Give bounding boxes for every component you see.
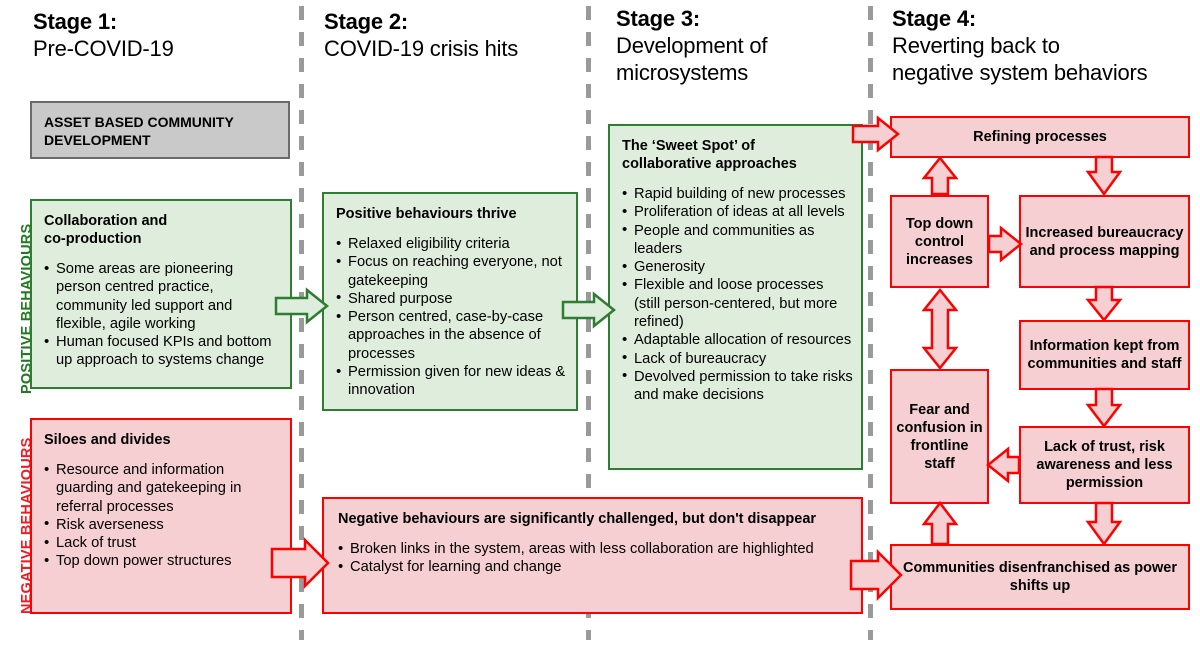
bullet-item: Person centred, case-by-case approaches … — [336, 308, 568, 363]
bullet-item: Proliferation of ideas at all levels — [622, 203, 853, 222]
arrow-information-to-lackoftrust — [1085, 387, 1123, 429]
stage3-positive-title-line1: The ‘Sweet Spot’ of — [622, 138, 755, 154]
stage-heading-4: Stage 4: Reverting back to negative syst… — [892, 5, 1148, 86]
bullet-item: Flexible and loose processes (still pers… — [622, 276, 853, 331]
cycle-box-refining-processes: Refining processes — [890, 116, 1190, 158]
stage-heading-2: Stage 2: COVID-19 crisis hits — [324, 8, 518, 62]
bullet-item: Adaptable allocation of resources — [622, 331, 853, 350]
column-divider-1 — [299, 6, 304, 640]
stage3-positive-box: The ‘Sweet Spot’ of collaborative approa… — [608, 124, 863, 470]
bullet-item: Resource and information guarding and ga… — [44, 461, 280, 516]
stage-4-subtitle-line1: Reverting back to — [892, 33, 1060, 58]
bullet-item: Permission given for new ideas & innovat… — [336, 363, 568, 400]
arrow-topdown-to-refining — [921, 155, 959, 196]
bullet-item: People and communities as leaders — [622, 221, 853, 259]
bullet-item: Top down power structures — [44, 552, 280, 571]
bullet-item: Risk averseness — [44, 515, 280, 534]
bullet-item: Focus on reaching everyone, not gatekeep… — [336, 253, 568, 290]
bullet-item: Shared purpose — [336, 289, 568, 308]
arrow-lackoftrust-to-communities — [1085, 501, 1123, 547]
stage-heading-1: Stage 1: Pre-COVID-19 — [33, 8, 174, 62]
cycle-label: Fear and confusion in frontline staff — [896, 401, 983, 472]
bullet-item: Generosity — [622, 258, 853, 277]
cycle-box-top-down-control: Top down control increases — [890, 195, 989, 288]
cycle-box-lack-of-trust: Lack of trust, risk awareness and less p… — [1019, 426, 1190, 504]
cycle-label: Top down control increases — [905, 215, 974, 268]
bullet-item: Devolved permission to take risks and ma… — [622, 367, 853, 405]
bullet-item: Broken links in the system, areas with l… — [338, 539, 851, 558]
cycle-label: Lack of trust, risk awareness and less p… — [1036, 439, 1173, 491]
stage-3-number: Stage 3: — [616, 6, 700, 31]
stage3-positive-bullets: Rapid building of new processes Prolifer… — [622, 184, 853, 405]
stage-4-subtitle-line2: negative system behaviors — [892, 60, 1148, 85]
stage2-positive-title: Positive behaviours thrive — [336, 206, 517, 222]
cycle-box-fear-and-confusion: Fear and confusion in frontline staff — [890, 369, 989, 504]
arrow-lackoftrust-to-fear — [985, 446, 1021, 484]
stage1-positive-title-line1: Collaboration and — [44, 213, 168, 229]
stage-heading-3: Stage 3: Development of microsystems — [616, 5, 767, 86]
bullet-item: Lack of bureaucracy — [622, 349, 853, 368]
cycle-label: Refining processes — [973, 129, 1107, 145]
bullet-item: Rapid building of new processes — [622, 184, 853, 203]
arrow-bureaucracy-to-information — [1085, 285, 1123, 323]
stage23-negative-title: Negative behaviours are significantly ch… — [338, 511, 817, 527]
stage-4-number: Stage 4: — [892, 6, 976, 31]
cycle-box-communities-disenfranchised: Communities disenfranchised as power shi… — [890, 544, 1190, 610]
stage1-positive-box: Collaboration and co-production Some are… — [30, 199, 292, 389]
stage-1-number: Stage 1: — [33, 9, 117, 34]
arrow-communities-to-fear — [921, 500, 959, 546]
stage-1-subtitle: Pre-COVID-19 — [33, 36, 174, 61]
cycle-label: Information kept from communities and st… — [1027, 338, 1182, 372]
stage1-positive-title-line2: co-production — [44, 231, 142, 247]
stage-2-number: Stage 2: — [324, 9, 408, 34]
stage1-negative-title: Siloes and divides — [44, 432, 171, 448]
cycle-label: Communities disenfranchised as power shi… — [903, 560, 1177, 594]
bullet-item: Lack of trust — [44, 534, 280, 553]
arrow-topdown-to-bureaucracy — [987, 225, 1024, 263]
column-divider-3 — [868, 6, 873, 640]
bullet-item: Some areas are pioneering person centred… — [44, 259, 280, 333]
stage1-negative-box: Siloes and divides Resource and informat… — [30, 418, 292, 614]
stage1-negative-bullets: Resource and information guarding and ga… — [44, 461, 280, 571]
stage2-positive-box: Positive behaviours thrive Relaxed eligi… — [322, 192, 578, 411]
bullet-item: Human focused KPIs and bottom up approac… — [44, 333, 280, 370]
stage3-positive-title-line2: collaborative approaches — [622, 156, 797, 172]
abcd-line-2: DEVELOPMENT — [44, 132, 151, 148]
cycle-label: Increased bureaucracy and process mappin… — [1025, 224, 1184, 259]
stage23-negative-bullets: Broken links in the system, areas with l… — [338, 539, 851, 577]
stage2-positive-bullets: Relaxed eligibility criteria Focus on re… — [336, 234, 568, 400]
stage1-positive-bullets: Some areas are pioneering person centred… — [44, 259, 280, 370]
stage-3-subtitle-line1: Development of — [616, 33, 768, 58]
bullet-item: Catalyst for learning and change — [338, 558, 851, 577]
asset-based-community-development-box: ASSET BASED COMMUNITY DEVELOPMENT — [30, 101, 290, 159]
stage-2-subtitle: COVID-19 crisis hits — [324, 36, 519, 61]
stage23-negative-box: Negative behaviours are significantly ch… — [322, 497, 863, 614]
stage-3-subtitle-line2: microsystems — [616, 60, 749, 85]
bullet-item: Relaxed eligibility criteria — [336, 234, 568, 253]
arrow-refining-to-bureaucracy — [1085, 155, 1123, 197]
cycle-box-information-kept: Information kept from communities and st… — [1019, 320, 1190, 390]
abcd-line-1: ASSET BASED COMMUNITY — [44, 114, 234, 130]
cycle-box-increased-bureaucracy: Increased bureaucracy and process mappin… — [1019, 195, 1190, 288]
arrow-fear-to-topdown — [921, 287, 959, 371]
